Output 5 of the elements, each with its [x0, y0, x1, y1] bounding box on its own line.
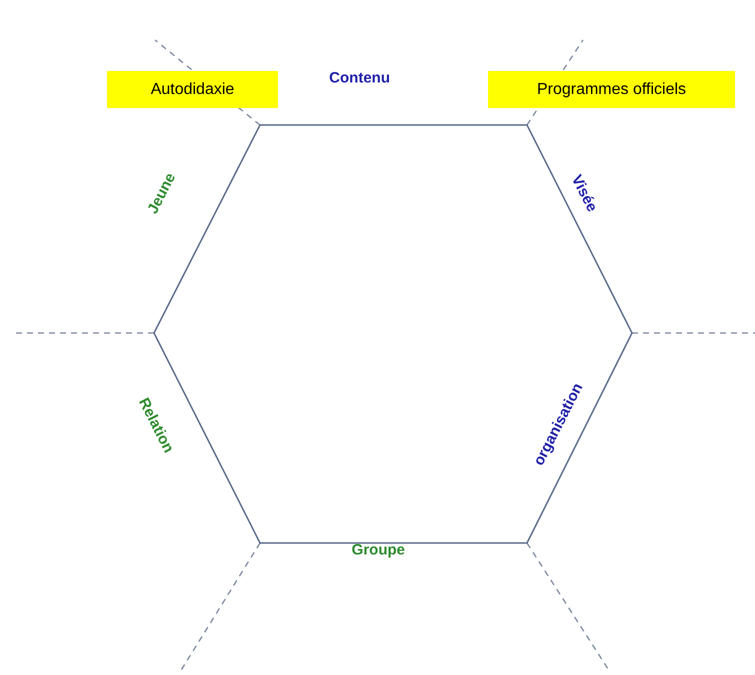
highlighted-label: Programmes officiels	[488, 71, 735, 108]
side-label: Contenu	[329, 68, 390, 88]
highlighted-label: Autodidaxie	[107, 71, 278, 108]
side-label: Groupe	[352, 540, 405, 560]
side-label: Visée	[566, 171, 602, 216]
